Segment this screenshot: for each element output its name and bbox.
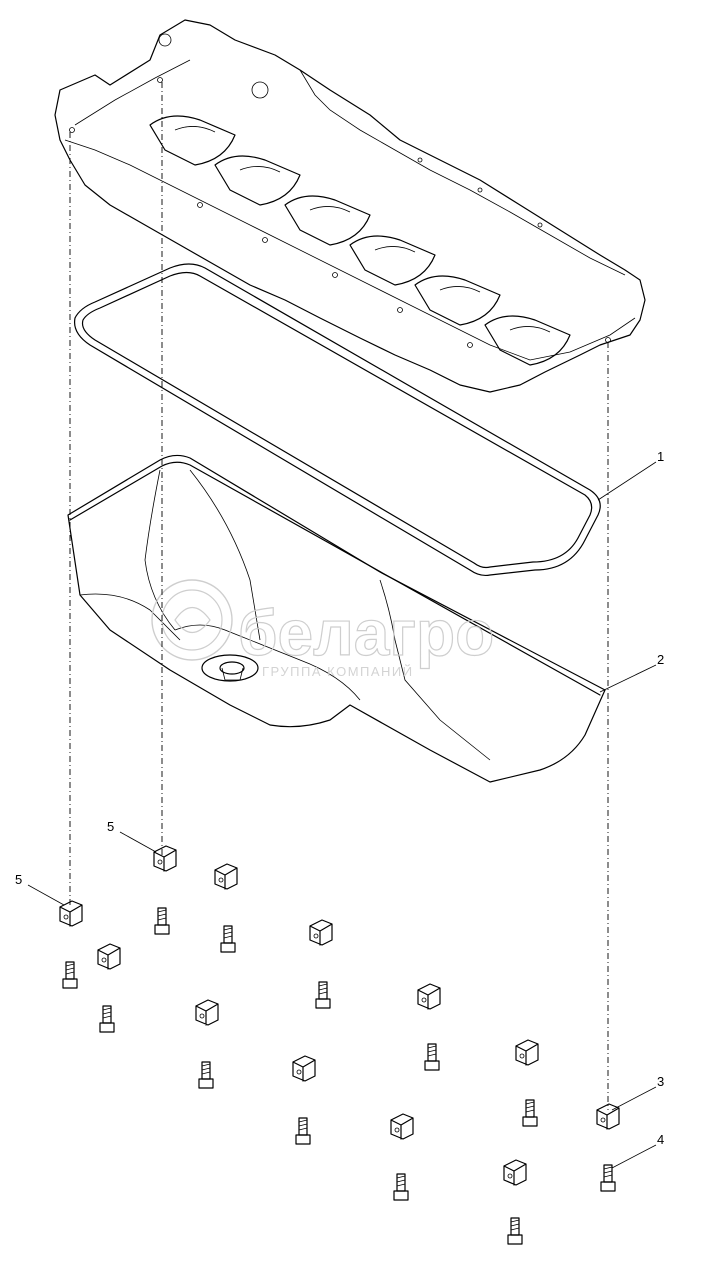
- clip: [292, 1055, 316, 1082]
- clip: [417, 983, 441, 1010]
- clip: [515, 1039, 539, 1066]
- bolt-part-4: [600, 1164, 616, 1192]
- bolt: [424, 1043, 440, 1071]
- bolt: [198, 1061, 214, 1089]
- engine-block: [54, 19, 646, 393]
- bolt: [522, 1099, 538, 1127]
- bolt: [315, 981, 331, 1009]
- bolt: [154, 907, 170, 935]
- clip: [153, 845, 177, 872]
- callout-2: 2: [657, 652, 664, 667]
- oil-pan-gasket: [73, 263, 601, 577]
- watermark: белагро ГРУППА КОМПАНИЙ: [151, 579, 495, 679]
- callout-labels: 1 2 3 4 5 5: [15, 449, 664, 1147]
- oil-pan: [67, 454, 606, 783]
- callout-5a: 5: [107, 819, 114, 834]
- callout-5b: 5: [15, 872, 22, 887]
- block-bolt-holes: [69, 33, 611, 348]
- callout-leaders: [27, 461, 657, 1169]
- clip: [309, 919, 333, 946]
- alignment-lines: [69, 82, 609, 1110]
- clip: [390, 1113, 414, 1140]
- bolt: [295, 1117, 311, 1145]
- callout-1: 1: [657, 449, 664, 464]
- bolts: [62, 907, 616, 1245]
- clip: [97, 943, 121, 970]
- clip: [503, 1159, 527, 1186]
- callout-3: 3: [657, 1074, 664, 1089]
- bolt: [393, 1173, 409, 1201]
- clip: [59, 900, 83, 927]
- watermark-brand: белагро: [238, 597, 494, 669]
- clip: [195, 999, 219, 1026]
- clip-part-3: [596, 1103, 620, 1130]
- bolt: [62, 961, 78, 989]
- watermark-subtitle: ГРУППА КОМПАНИЙ: [262, 664, 414, 679]
- bolt: [507, 1217, 523, 1245]
- bolt: [99, 1005, 115, 1033]
- clip: [214, 863, 238, 890]
- bolt: [220, 925, 236, 953]
- mounting-clips: [59, 845, 620, 1186]
- drain-plug: [201, 654, 259, 682]
- bearing-saddles: [149, 115, 571, 366]
- callout-4: 4: [657, 1132, 664, 1147]
